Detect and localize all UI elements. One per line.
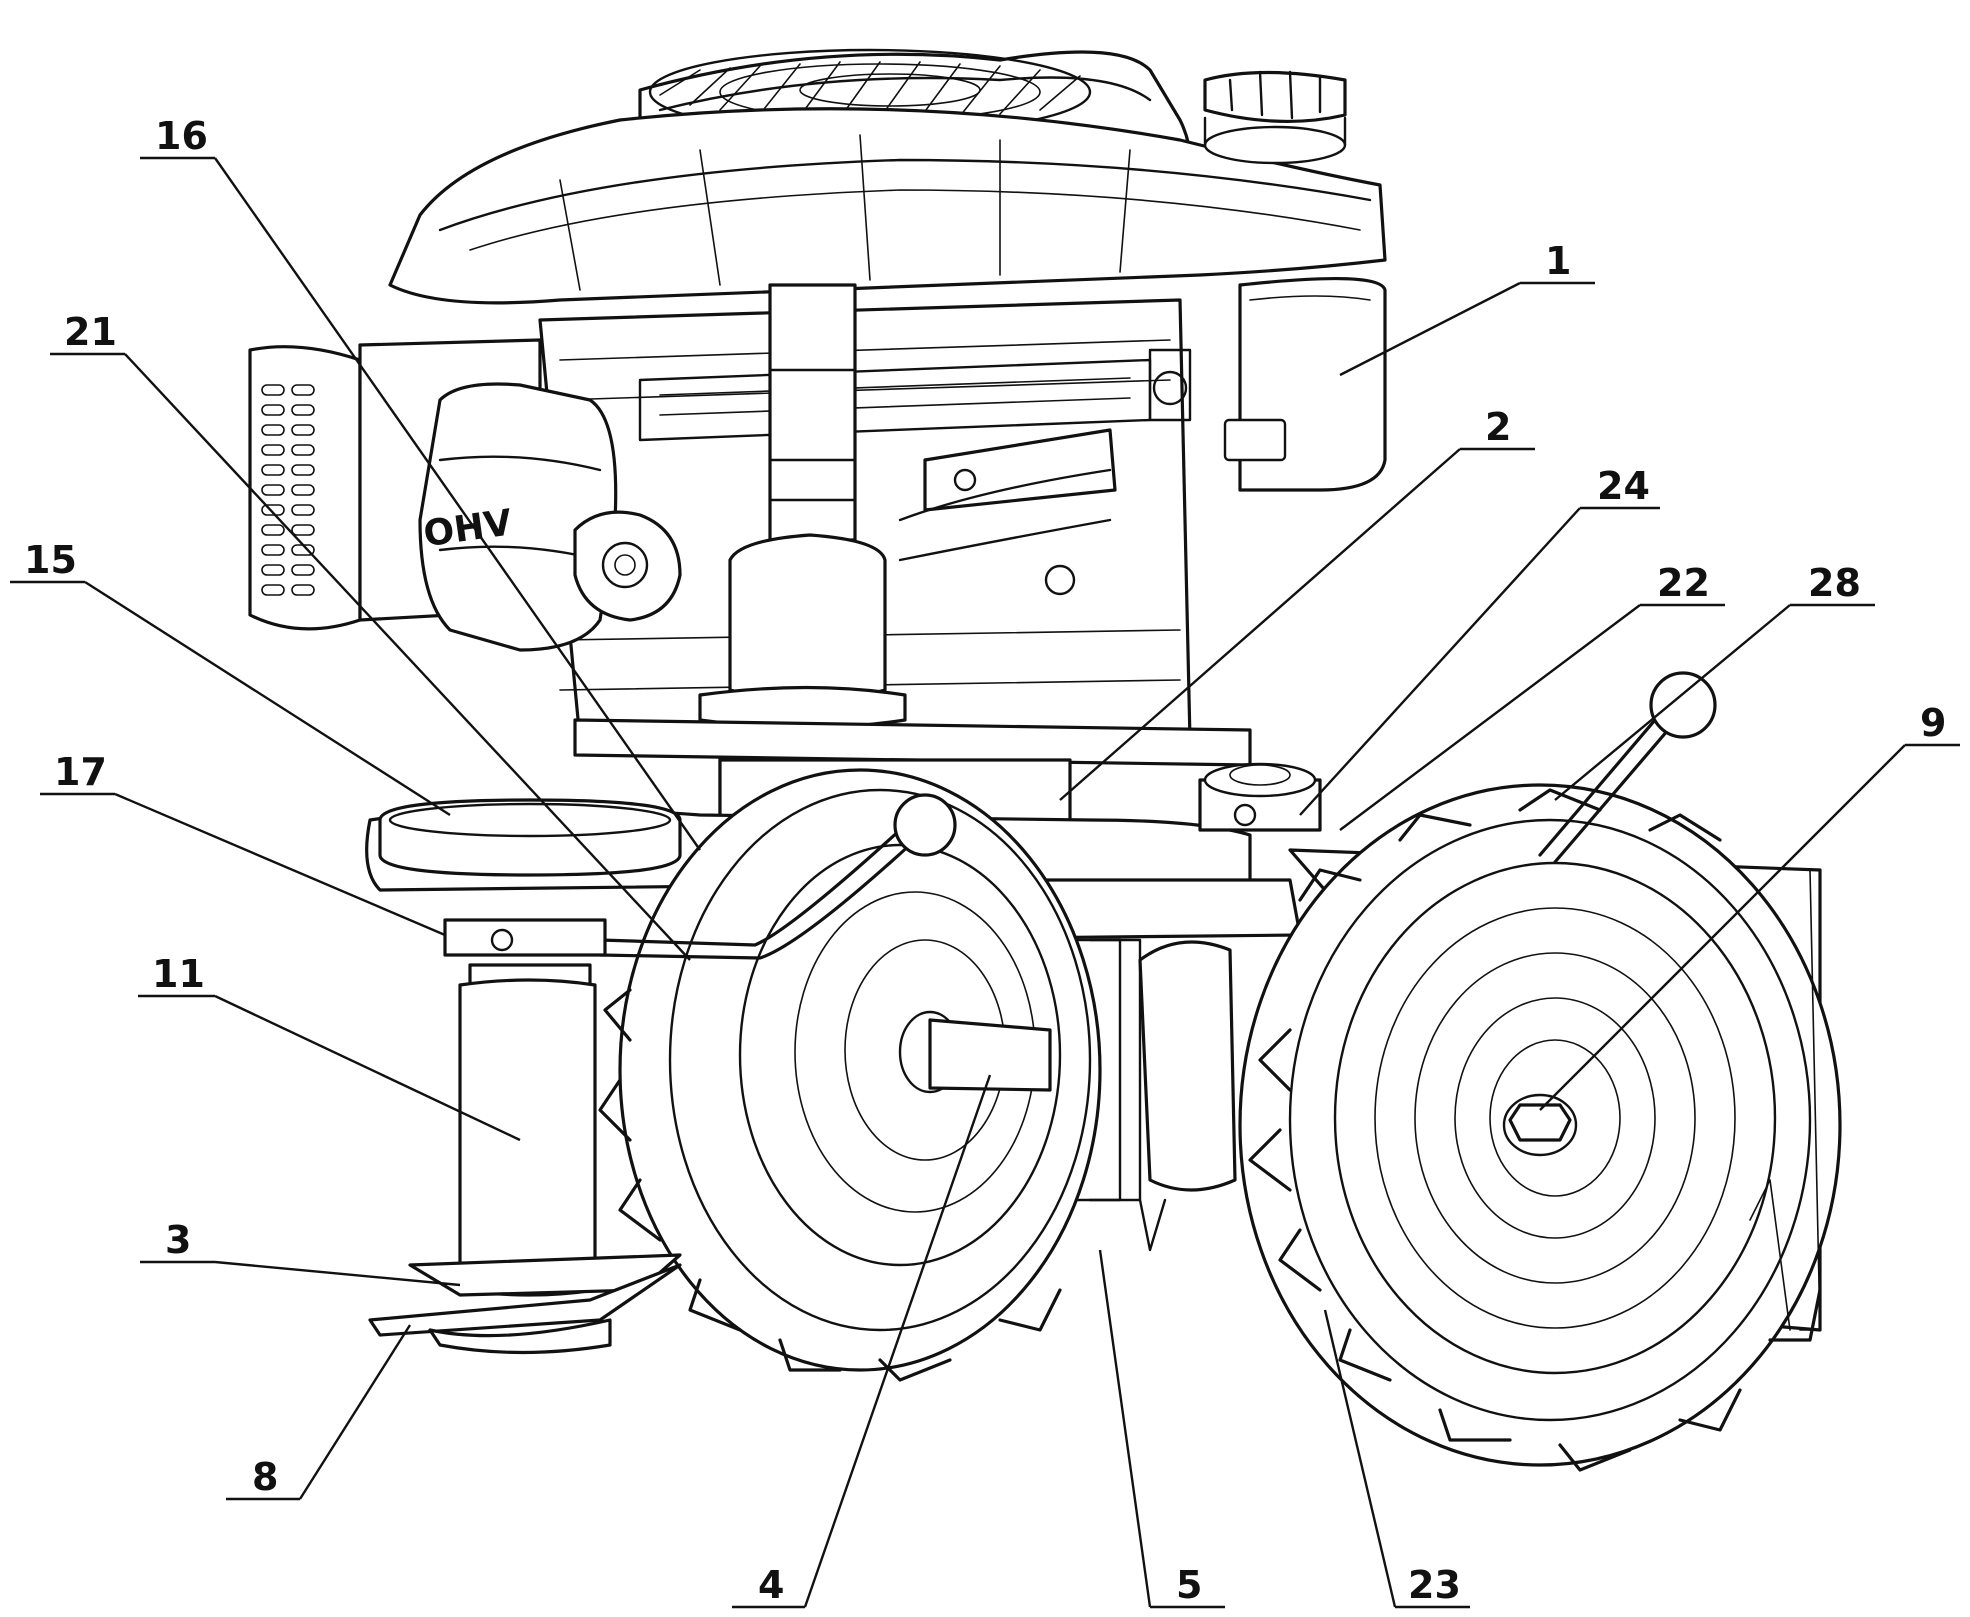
engine: OHV xyxy=(248,48,1387,840)
callout-labels: 1 2 3 4 5 8 9 11 15 16 17 21 22 23 24 28 xyxy=(24,114,1946,1607)
right-wheel xyxy=(1238,783,1842,1472)
callout-5: 5 xyxy=(1176,1563,1202,1607)
control-levers xyxy=(598,671,1717,960)
callout-21: 21 xyxy=(64,310,117,354)
callout-4: 4 xyxy=(758,1563,784,1607)
leader-lines xyxy=(10,156,1960,1609)
callout-11: 11 xyxy=(152,952,205,996)
cutter-spindle xyxy=(368,918,682,1355)
callout-24: 24 xyxy=(1597,464,1650,508)
callout-28: 28 xyxy=(1808,561,1861,605)
callout-15: 15 xyxy=(24,538,77,582)
callout-23: 23 xyxy=(1408,1563,1461,1607)
callout-17: 17 xyxy=(54,750,107,794)
pulley-assembly xyxy=(378,762,1322,877)
callout-2: 2 xyxy=(1485,405,1511,449)
callout-8: 8 xyxy=(252,1455,278,1499)
fuel-cap xyxy=(1203,70,1347,165)
callout-1: 1 xyxy=(1545,239,1571,283)
callout-16: 16 xyxy=(155,114,208,158)
left-wheel xyxy=(598,768,1102,1382)
valve-cover: OHV xyxy=(418,382,618,652)
callout-9: 9 xyxy=(1920,701,1946,745)
callout-22: 22 xyxy=(1657,561,1710,605)
callout-3: 3 xyxy=(165,1218,191,1262)
